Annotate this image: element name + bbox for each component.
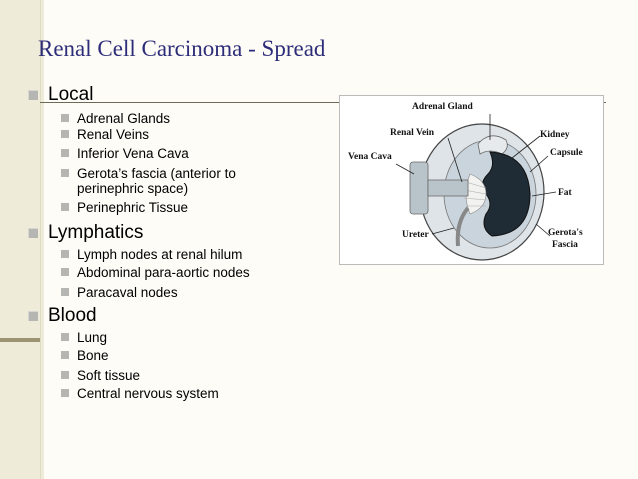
bullet-icon [61,268,69,276]
kidney-shape [482,151,531,237]
label-fat: Fat [558,188,572,198]
pointer-ureter [431,227,455,235]
pointer-gerotas [535,223,551,237]
bullet-icon [61,203,69,211]
label-fascia: Fascia [552,240,578,250]
bullet-icon [61,288,69,296]
bullet-icon [28,90,38,100]
kidney-anatomy-diagram: Adrenal Gland Renal Vein Vena Cava Urete… [339,95,604,265]
bullet-icon [61,149,69,157]
bullet-icon [61,130,69,138]
label-adrenal-gland: Adrenal Gland [412,102,473,112]
bullet-icon [61,389,69,397]
bullet-icon [61,351,69,359]
label-ureter: Ureter [402,230,429,240]
bullet-icon [61,371,69,379]
pointer-kidney [511,135,541,159]
pointer-vena-cava [395,163,415,175]
ureter-shape [455,206,470,247]
kidney-illustration [395,114,557,261]
label-renal-vein: Renal Vein [390,128,435,138]
renal-vein-shape [427,179,469,197]
bullet-icon [28,311,38,321]
label-vena-cava: Vena Cava [348,152,392,162]
vena-cava-shape [409,161,429,215]
bullet-icon [61,250,69,258]
pointer-fat [531,191,557,197]
bullet-icon [61,114,69,122]
adrenal-gland-shape [477,135,508,155]
left-band-edge [40,0,41,479]
bullet-icon [28,228,38,238]
bullet-icon [61,333,69,341]
left-accent-bar [0,338,40,342]
label-capsule: Capsule [550,148,583,158]
hilum-lines [463,181,487,207]
label-kidney: Kidney [540,130,570,140]
title-divider [40,102,606,103]
slide-title: Renal Cell Carcinoma - Spread [38,36,326,61]
pointer-capsule [529,155,549,173]
left-decorative-band [0,0,44,479]
pointer-renal-vein [447,137,463,183]
bullet-icon [61,169,69,177]
label-gerotas: Gerota's [548,228,583,238]
